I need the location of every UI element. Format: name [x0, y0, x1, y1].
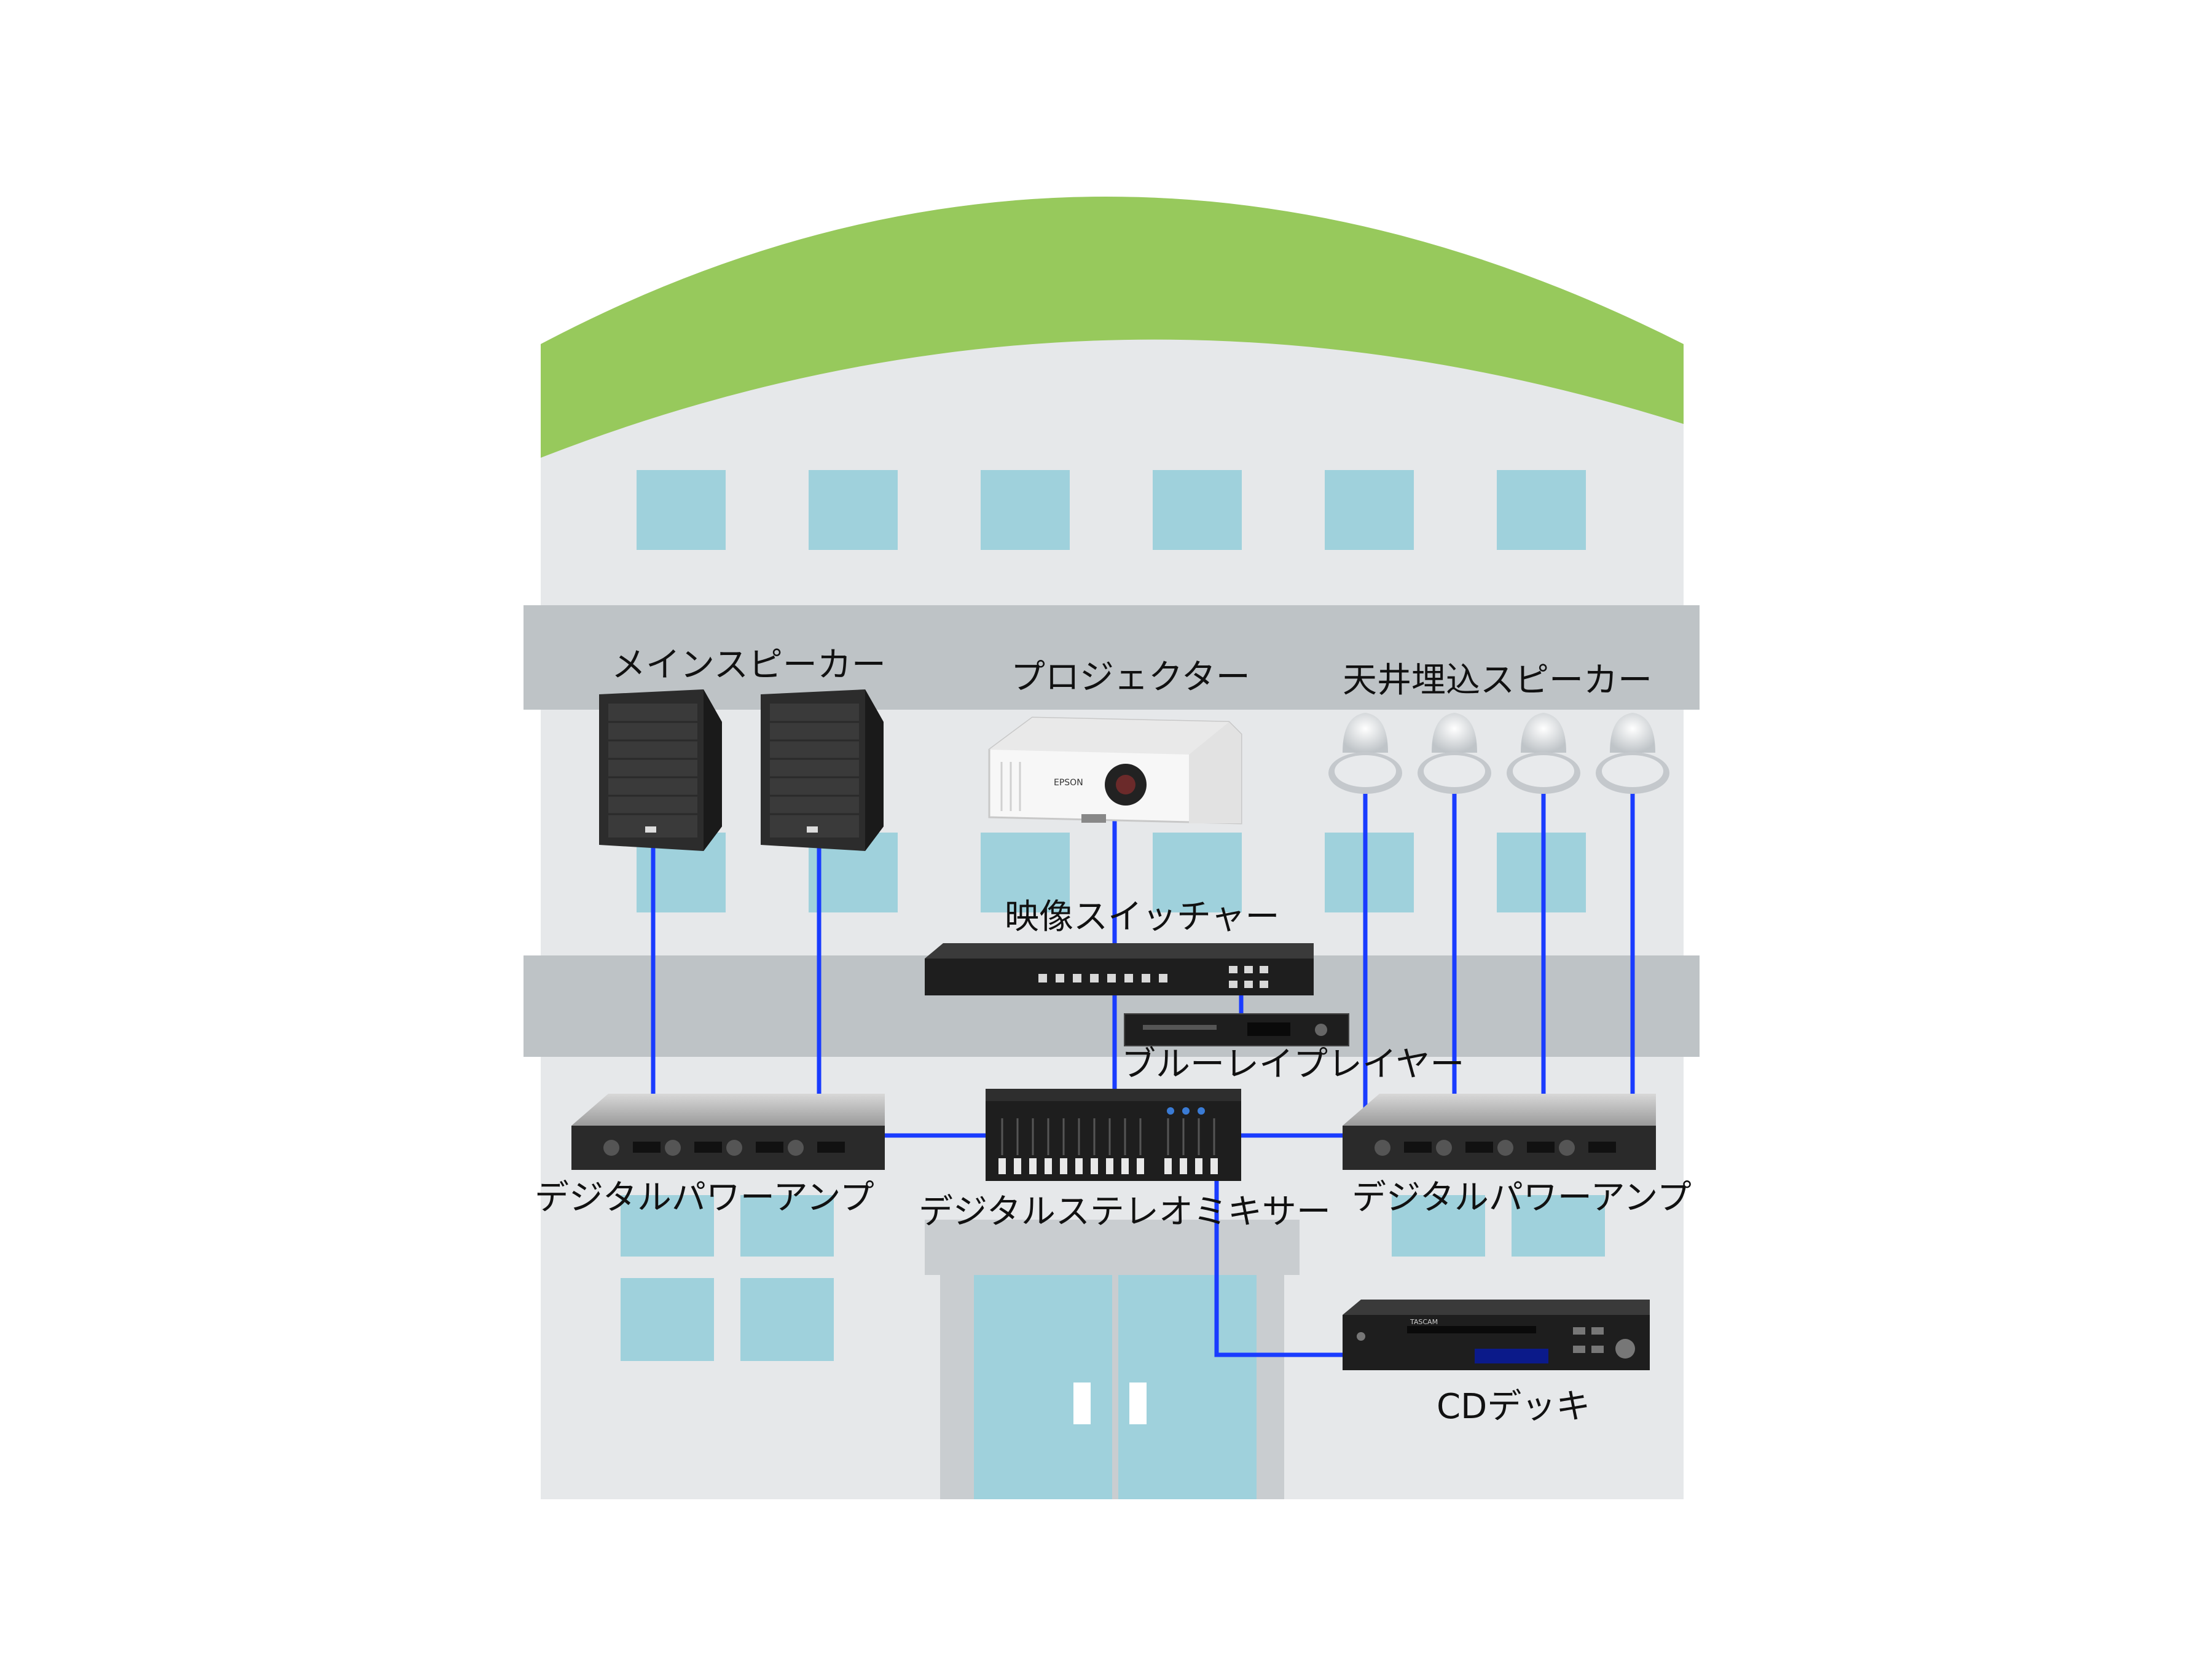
- window-row-top: [637, 470, 1586, 550]
- projector-brand: EPSON: [1054, 778, 1083, 788]
- cd-deck: TASCAM: [1343, 1300, 1650, 1370]
- label-ceiling-speaker: 天井埋込スピーカー: [1343, 661, 1652, 700]
- window-row-bottom: [621, 1195, 1605, 1361]
- label-mixer: デジタルステレオミキサー: [919, 1192, 1331, 1232]
- entrance-door: [925, 1220, 1300, 1499]
- projector: EPSON: [988, 716, 1242, 825]
- floor-band-upper: [524, 605, 1700, 710]
- label-power-amp-left: デジタルパワーアンプ: [535, 1178, 874, 1218]
- cable-connections: [651, 793, 1635, 1357]
- building: [524, 197, 1700, 1499]
- cd-brand: TASCAM: [1410, 1318, 1438, 1326]
- main-speaker-right: [761, 689, 884, 851]
- cable-mixer-cd: [1214, 1180, 1343, 1357]
- ceiling-speaker-2: [1418, 713, 1491, 794]
- label-bluray-player: ブルーレイプレイヤー: [1121, 1045, 1465, 1084]
- power-amp-right: [1343, 1094, 1656, 1170]
- digital-mixer: [986, 1089, 1241, 1181]
- building-roof: [541, 197, 1684, 458]
- video-switcher: [925, 943, 1314, 995]
- label-power-amp-right: デジタルパワーアンプ: [1352, 1178, 1692, 1218]
- label-cd-deck: CDデッキ: [1437, 1387, 1591, 1427]
- ceiling-speaker-3: [1507, 713, 1580, 794]
- ceiling-speaker-1: [1328, 713, 1402, 794]
- ceiling-speakers: [1328, 713, 1669, 794]
- label-main-speaker: メインスピーカー: [611, 645, 886, 685]
- main-speaker-left: [599, 689, 722, 851]
- label-video-switcher: 映像スイッチャー: [1005, 897, 1280, 937]
- ceiling-speaker-4: [1596, 713, 1669, 794]
- power-amp-left: [571, 1094, 885, 1170]
- bluray-player: [1124, 1013, 1349, 1046]
- label-projector: プロジェクター: [1011, 657, 1250, 697]
